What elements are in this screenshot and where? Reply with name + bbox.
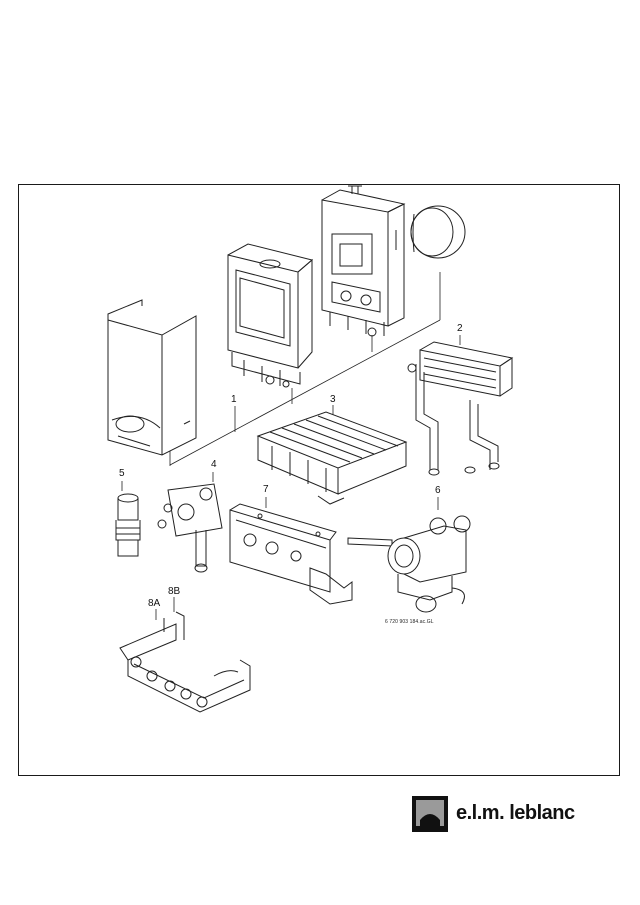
callout-2: 2	[457, 323, 463, 334]
brand-logo: e.l.m. leblanc	[412, 796, 622, 832]
callout-4: 4	[211, 459, 217, 470]
control-panel	[229, 503, 353, 605]
callout-7: 7	[263, 484, 269, 495]
callout-5: 5	[119, 468, 125, 479]
expansion-vessel	[410, 205, 466, 259]
drawing-reference-code: 6 720 903 184.ac.GL	[385, 619, 434, 625]
flue-fitting	[115, 493, 141, 557]
leader-lines	[121, 272, 461, 620]
circulation-pump	[347, 515, 471, 613]
connection-manifold	[119, 611, 251, 713]
callout-6: 6	[435, 485, 441, 496]
casing-panel	[107, 299, 197, 456]
heat-exchanger	[407, 341, 514, 476]
gas-valve	[157, 483, 223, 573]
callout-8b: 8B	[168, 586, 181, 597]
callout-8a: 8A	[148, 598, 161, 609]
burner	[256, 411, 408, 505]
boiler-chassis	[321, 185, 406, 337]
callout-3: 3	[330, 394, 336, 405]
callout-1: 1	[231, 394, 237, 405]
leblanc-logo-icon	[412, 796, 448, 832]
boiler-housing	[227, 243, 314, 388]
brand-name: e.l.m. leblanc	[456, 802, 575, 824]
diagram-frame	[18, 184, 620, 776]
